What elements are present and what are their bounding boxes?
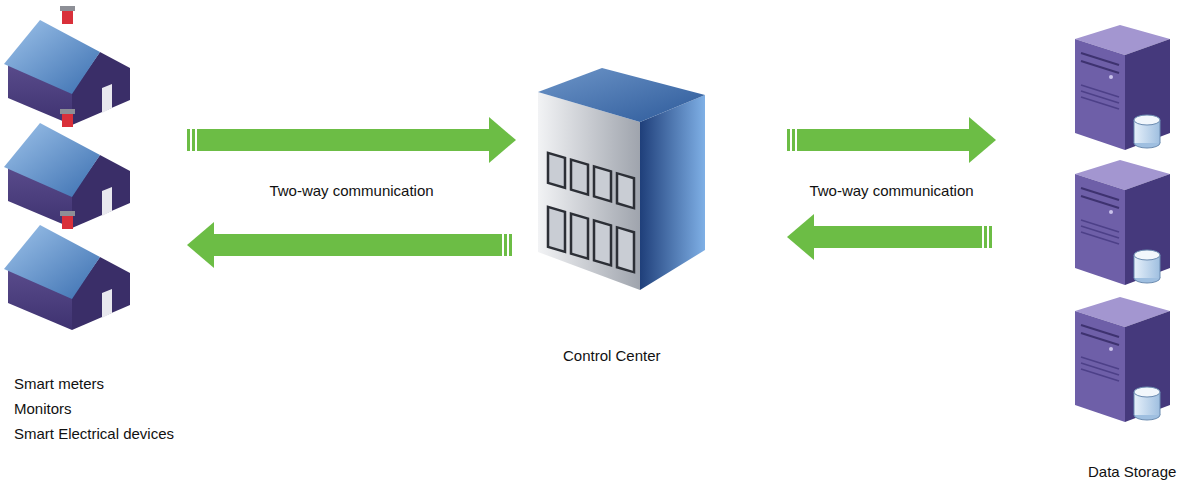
flow-arrow bbox=[787, 214, 992, 260]
smart-home-group: Smart metersMonitorsSmart Electrical dev… bbox=[5, 5, 185, 450]
control-center-building bbox=[538, 68, 705, 290]
node-label: Control Center bbox=[563, 347, 661, 364]
flow-arrow bbox=[187, 222, 512, 268]
node-label: Smart Electrical devices bbox=[14, 425, 174, 442]
node-label: Data Storage bbox=[1088, 463, 1176, 480]
node-label: Monitors bbox=[14, 400, 72, 417]
data-storage: Data Storage bbox=[1000, 20, 1185, 482]
flow-arrow bbox=[187, 117, 516, 163]
flow-arrow bbox=[787, 117, 996, 163]
edge-label: Two-way communication bbox=[267, 182, 435, 199]
node-label: Smart meters bbox=[14, 375, 104, 392]
control-center: Control Center bbox=[520, 60, 785, 380]
edge-label: Two-way communication bbox=[807, 182, 975, 199]
